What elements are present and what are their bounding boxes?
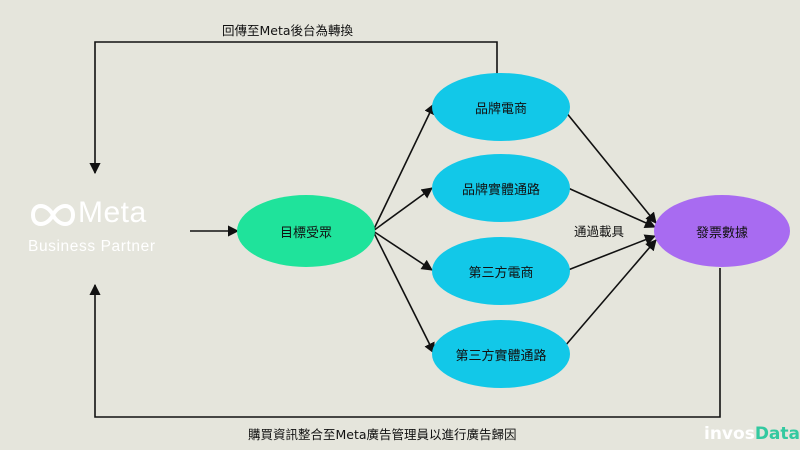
audience-to-third-store-arrow — [372, 230, 435, 355]
meta-infinity-icon — [31, 204, 75, 226]
node-brand-retail: 品牌實體通路 — [432, 154, 570, 222]
brand-store-to-invoice-arrow — [567, 187, 657, 228]
audience-to-brand-store-arrow — [372, 187, 433, 232]
node-brand-ecommerce: 品牌電商 — [432, 73, 570, 141]
audience-to-brand-ecom-arrow — [372, 102, 435, 232]
brand-part-1: invos — [704, 424, 755, 444]
audience-to-third-ecom-arrow — [372, 230, 433, 271]
label-top-feedback: 回傳至Meta後台為轉換 — [222, 23, 354, 38]
node-third-party-ecommerce: 第三方電商 — [432, 237, 570, 305]
brand-ecom-to-invoice-arrow — [564, 110, 657, 224]
label-carrier: 通過載具 — [574, 224, 625, 239]
meta-logo-subtitle: Business Partner — [28, 238, 156, 255]
third-store-to-invoice-arrow — [564, 239, 657, 347]
node-third-party-retail: 第三方實體通路 — [432, 320, 570, 388]
node-target-audience: 目標受眾 — [237, 195, 375, 267]
bottom-attribution-connector — [89, 268, 721, 418]
third-ecom-to-invoice-arrow — [567, 234, 657, 271]
label-bottom-attribution: 購買資訊整合至Meta廣告管理員以進行廣告歸因 — [248, 427, 517, 442]
meta-logo-wordmark: Meta — [78, 196, 147, 229]
top-feedback-connector — [89, 41, 498, 175]
brand-part-2: Data — [754, 424, 800, 444]
node-invoice-data: 發票數據 — [654, 195, 790, 267]
invosdata-logo: invosData — [704, 424, 800, 444]
